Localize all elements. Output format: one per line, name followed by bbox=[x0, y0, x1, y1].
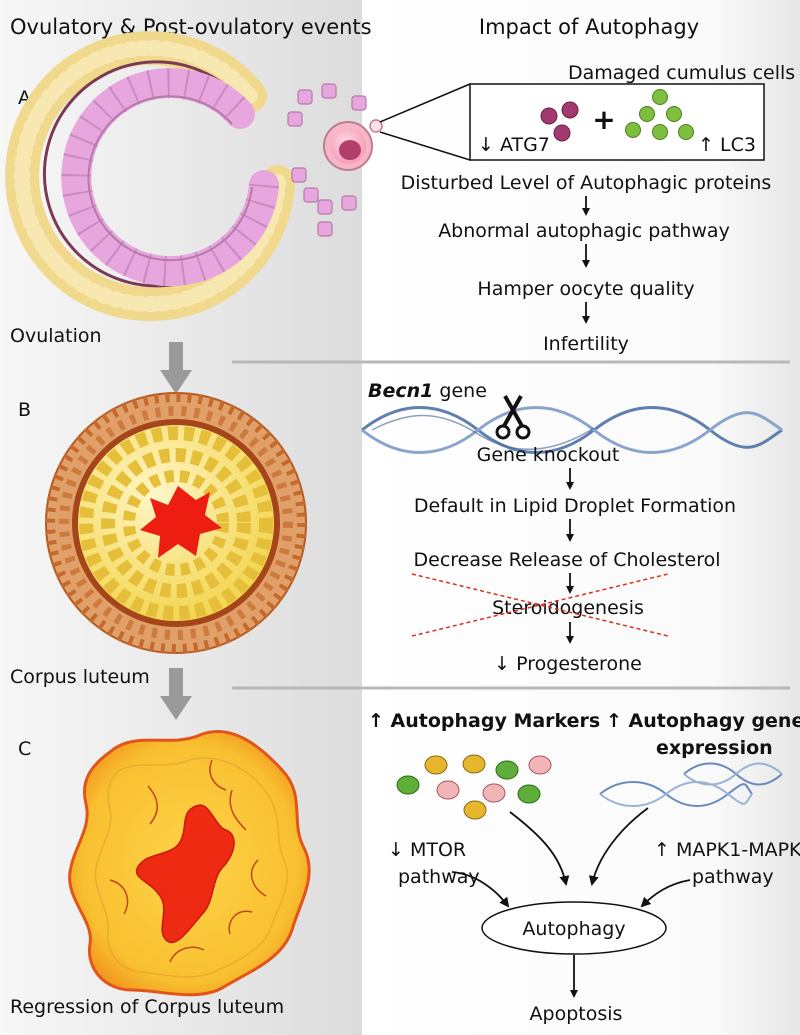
gene-expression-title-line1: ↑ Autophagy gene bbox=[606, 710, 800, 732]
mapk-label-line1: ↑ MAPK1-MAPK3 bbox=[654, 839, 800, 861]
arrow-mapk-to-autophagy bbox=[640, 879, 691, 908]
atg7-cells-icon bbox=[540, 101, 579, 142]
flow-a-infertility: Infertility bbox=[543, 333, 629, 355]
flow-a-abnormal: Abnormal autophagic pathway bbox=[438, 220, 730, 242]
flow-b-cholesterol: Decrease Release of Cholesterol bbox=[414, 549, 721, 571]
autophagy-marker-cells bbox=[396, 754, 552, 820]
arrow-mtor-to-autophagy bbox=[451, 871, 510, 908]
dna-helix-b bbox=[361, 406, 783, 454]
damaged-cumulus-box bbox=[469, 83, 765, 161]
mapk-label-line2: pathway bbox=[692, 866, 774, 888]
atg7-marker: ↓ ATG7 bbox=[478, 134, 550, 156]
autophagy-markers-title: ↑ Autophagy Markers bbox=[368, 710, 600, 732]
mtor-label-line1: ↓ MTOR bbox=[388, 839, 466, 861]
dna-helix-c bbox=[599, 762, 783, 807]
zoom-line-top bbox=[379, 83, 471, 123]
right-column-background bbox=[362, 0, 800, 1035]
scissors-icon bbox=[495, 395, 531, 440]
lc3-cells-icon bbox=[625, 89, 694, 140]
ovulating-follicle bbox=[5, 31, 383, 322]
flow-a-disturbed: Disturbed Level of Autophagic proteins bbox=[401, 172, 772, 194]
apoptosis-label: Apoptosis bbox=[530, 1003, 623, 1025]
arrow-markers-to-autophagy bbox=[509, 811, 570, 886]
damaged-cumulus-title: Damaged cumulus cells bbox=[568, 62, 795, 84]
gene-expression-title-line2: expression bbox=[656, 737, 773, 759]
lc3-marker: ↑ LC3 bbox=[698, 134, 756, 156]
transition-arrow-b-c bbox=[160, 668, 192, 720]
panel-letter-c: C bbox=[18, 738, 31, 760]
steroidogenesis-cross-out bbox=[411, 573, 669, 637]
autophagy-node-label: Autophagy bbox=[522, 918, 625, 940]
left-header: Ovulatory & Post-ovulatory events bbox=[10, 15, 372, 39]
panel-letter-b: B bbox=[18, 399, 31, 421]
right-header: Impact of Autophagy bbox=[479, 15, 699, 39]
flow-b-progesterone: ↓ Progesterone bbox=[494, 653, 642, 675]
flow-a-hamper: Hamper oocyte quality bbox=[477, 278, 694, 300]
autophagy-node bbox=[481, 901, 667, 955]
flow-b-lipid: Default in Lipid Droplet Formation bbox=[414, 495, 736, 517]
corpus-luteum-illustration bbox=[45, 392, 307, 654]
arrow-gene-to-autophagy bbox=[588, 807, 649, 886]
regression-label: Regression of Corpus luteum bbox=[10, 996, 284, 1018]
transition-arrow-a-b bbox=[160, 342, 192, 394]
regressing-corpus-luteum bbox=[68, 730, 311, 997]
flow-b-knockout: Gene knockout bbox=[477, 444, 620, 466]
plus-sign: + bbox=[592, 103, 615, 136]
becn1-gene-label: Becn1 gene bbox=[368, 380, 487, 402]
corpus-luteum-label: Corpus luteum bbox=[10, 666, 150, 688]
flow-b-steroidogenesis: Steroidogenesis bbox=[492, 597, 644, 619]
mtor-label-line2: pathway bbox=[398, 866, 480, 888]
ovulation-label: Ovulation bbox=[10, 325, 102, 347]
zoom-line-bottom bbox=[379, 131, 471, 161]
